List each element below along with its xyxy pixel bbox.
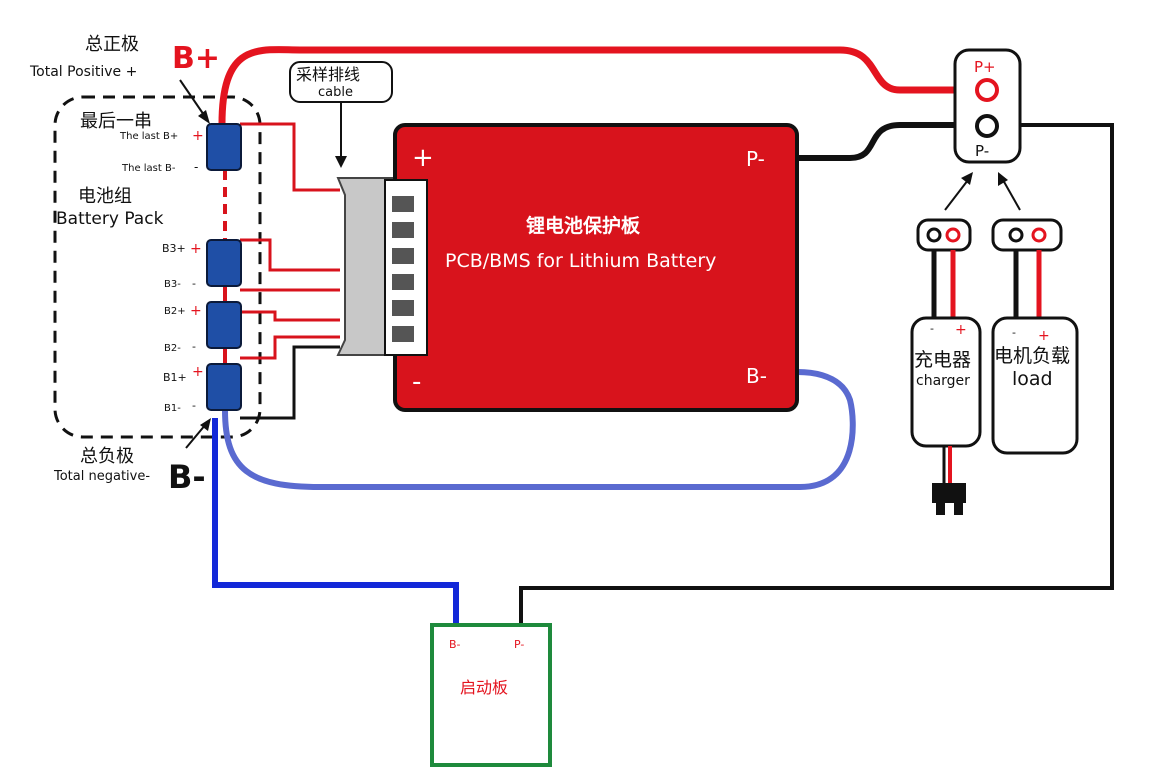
cable-cn-label: 采样排线 [296, 65, 360, 84]
sampling-wire-lastb [240, 122, 340, 192]
load-connector [991, 218, 1063, 252]
b-minus-label: B- [168, 458, 206, 496]
b1-minus-sign: - [192, 399, 196, 412]
b-plus-main-wire [218, 46, 975, 125]
p-plus-label: P+ [974, 58, 996, 76]
arrow-total-positive [179, 79, 207, 119]
bms-connector-pins [392, 196, 414, 342]
load-connector-neg [1008, 227, 1024, 243]
battery-pack-cn-label: 电池组 [78, 186, 132, 207]
arrow-cable-head [335, 156, 347, 168]
bms-title-cn: 锂电池保护板 [526, 214, 641, 237]
total-positive-cn-label: 总正极 [85, 34, 139, 55]
start-board [430, 623, 552, 767]
arrow-load-to-terminal [1002, 179, 1021, 211]
p-minus-wire [795, 122, 985, 161]
b-minus-loop-wire [222, 368, 856, 490]
last-b-minus-sign: - [194, 160, 198, 174]
charger-plug-pin-left [936, 500, 945, 515]
arrow-charger-to-terminal [944, 179, 969, 211]
sampling-wire-b1minus [240, 345, 340, 420]
b1-plus-label: B1+ [163, 371, 187, 384]
b3-plus-sign: + [190, 241, 202, 257]
start-board-label: 启动板 [460, 678, 508, 697]
start-board-b-minus-wire [212, 418, 459, 625]
charger-plug-pin-right [954, 500, 963, 515]
arrow-total-positive-head [198, 110, 210, 124]
start-board-b-minus: B- [449, 638, 461, 651]
p-minus-label: P- [975, 142, 989, 160]
b2-minus-label: B2- [164, 343, 181, 354]
sampling-wire-b2 [240, 310, 340, 322]
b-plus-label: B+ [172, 41, 220, 76]
load-en-label: load [1012, 368, 1053, 390]
load-connector-pos [1031, 227, 1047, 243]
load-cn-label: 电机负载 [994, 345, 1070, 367]
arrow-total-negative [185, 423, 207, 449]
last-b-minus-label: The last B- [121, 163, 176, 174]
sampling-wire-b1 [240, 335, 340, 360]
start-board-p-minus: P- [514, 638, 524, 651]
bms-p-minus-label: P- [746, 147, 765, 171]
load-minus-sign: - [1012, 326, 1016, 339]
last-b-plus-sign: + [192, 128, 204, 144]
cell-b2 [206, 301, 242, 349]
output-terminal-block [953, 48, 1022, 164]
charger-connector-neg [926, 227, 942, 243]
b1-plus-sign: + [192, 364, 204, 380]
p-minus-terminal [975, 114, 999, 138]
cell-b1 [206, 363, 242, 411]
b3-plus-label: B3+ [162, 242, 186, 255]
cell-b3 [206, 239, 242, 287]
b2-plus-sign: + [190, 303, 202, 319]
b2-plus-label: B2+ [164, 306, 186, 317]
start-board-p-minus-wire [519, 123, 1114, 625]
arrow-charger-head [961, 172, 973, 185]
b3-minus-label: B3- [164, 279, 181, 290]
sampling-wires [240, 122, 340, 420]
total-positive-en-label: Total Positive + [29, 64, 137, 80]
b2-minus-sign: - [192, 340, 196, 353]
b3-minus-sign: - [192, 277, 196, 290]
bms-plus-label: + [412, 143, 434, 173]
last-string-cn-label: 最后一串 [80, 111, 152, 132]
charger-connector [916, 218, 972, 252]
b1-minus-label: B1- [164, 403, 181, 414]
charger-plus-sign: + [955, 322, 967, 338]
charger-body [910, 316, 982, 448]
bms-title-en: PCB/BMS for Lithium Battery [445, 250, 716, 272]
last-b-plus-label: The last B+ [119, 131, 178, 142]
total-negative-en-label: Total negative- [53, 469, 150, 484]
cable-en-label: cable [318, 85, 353, 100]
load-body [991, 316, 1079, 455]
load-plus-sign: + [1038, 328, 1050, 344]
total-negative-cn-label: 总负极 [80, 446, 134, 467]
arrow-total-negative-head [200, 418, 211, 431]
charger-plug [932, 483, 966, 503]
bms-minus-label: - [412, 367, 421, 397]
charger-en-label: charger [916, 373, 970, 389]
charger-cn-label: 充电器 [914, 349, 971, 371]
p-plus-terminal [975, 78, 999, 102]
sampling-wire-b3 [240, 238, 340, 272]
cell-last [206, 123, 242, 171]
arrow-load-head [998, 172, 1008, 186]
battery-pack-en-label: Battery Pack [56, 209, 164, 229]
charger-minus-sign: - [930, 322, 934, 335]
charger-connector-pos [945, 227, 961, 243]
bms-b-minus-label: B- [746, 364, 767, 388]
cable-label-box [289, 61, 393, 103]
